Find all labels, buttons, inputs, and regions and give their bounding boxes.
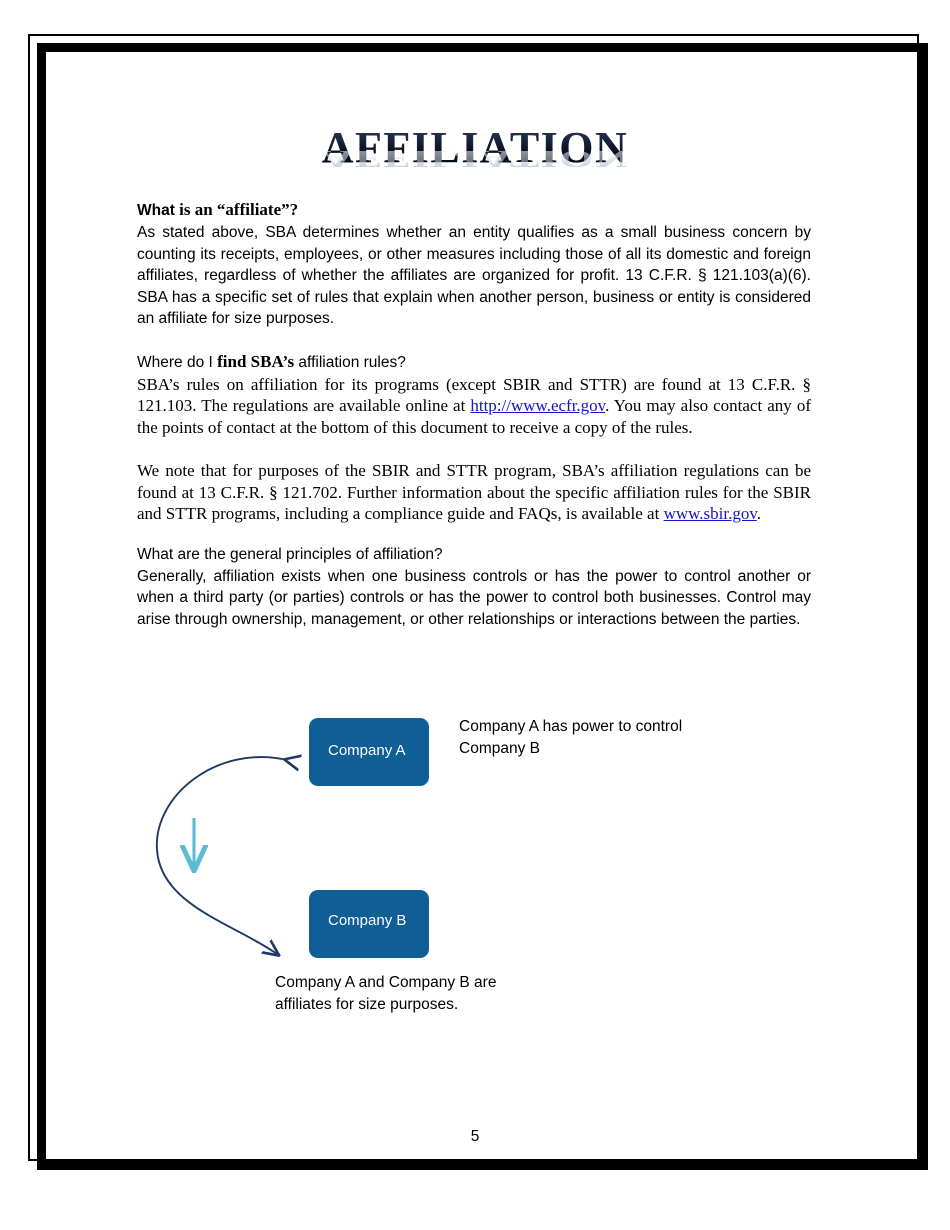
section-paragraph-3-before-link: We note that for purposes of the SBIR an… xyxy=(137,461,811,523)
diagram-label-affiliates: Company A and Company B are affiliates f… xyxy=(275,974,497,1013)
section-what-is-an-affiliate: What is an “affiliate”? As stated above,… xyxy=(137,200,811,330)
section-heading-1: What is an “affiliate”? xyxy=(137,200,811,221)
section-heading-1-part1: What xyxy=(137,202,175,219)
page-number: 5 xyxy=(470,1128,480,1145)
section-heading-2-part2: find SBA’s xyxy=(217,351,295,371)
section-heading-4: What are the general principles of affil… xyxy=(137,545,443,563)
diagram-label-control: Company A has power to control Company B xyxy=(459,718,683,757)
section-heading-1-part2: is an “affiliate”? xyxy=(174,200,299,219)
section-paragraph-1: As stated above, SBA determines whether … xyxy=(137,224,811,327)
ecfr-link[interactable]: http://www.ecfr.gov xyxy=(470,396,606,415)
paragraph-spacer xyxy=(137,438,811,460)
page-title-text: AFFILIATION xyxy=(322,126,629,170)
section-heading-2-part3: affiliation rules? xyxy=(294,353,406,371)
company-a-box[interactable]: Company A xyxy=(309,718,429,786)
page-title: AFFILIATION AFFILIATION xyxy=(0,126,950,215)
curved-arrow-lower-segment xyxy=(156,849,277,954)
page-title-reflection: AFFILIATION xyxy=(0,146,950,173)
document-body: What is an “affiliate”? As stated above,… xyxy=(137,200,811,630)
company-a-label: Company A xyxy=(328,742,406,759)
section-heading-2: Where do I find SBA’s affiliation rules? xyxy=(137,352,811,373)
section-paragraph-2: SBA’s rules on affiliation for its progr… xyxy=(137,374,811,439)
section-paragraph-2-before-link: SBA’s rules on affiliation for its progr… xyxy=(137,374,811,416)
section-sbir-sttr-note: We note that for purposes of the SBIR an… xyxy=(137,460,811,525)
section-paragraph-4: Generally, affiliation exists when one b… xyxy=(137,567,811,628)
section-general-principles: What are the general principles of affil… xyxy=(137,545,811,631)
company-b-label: Company B xyxy=(328,912,407,929)
paragraph-spacer xyxy=(137,330,811,352)
section-paragraph-3-after-link: . xyxy=(756,504,761,523)
section-where-find-rules: Where do I find SBA’s affiliation rules?… xyxy=(137,352,811,439)
affiliation-diagram: Company A Company B Company A has power … xyxy=(137,700,817,1030)
section-paragraph-2-after-link: . You may also contact any of the points… xyxy=(137,396,811,437)
section-heading-2-part1: Where do I xyxy=(137,353,218,371)
section-paragraph-3: We note that for purposes of the SBIR an… xyxy=(137,460,811,525)
company-b-box[interactable]: Company B xyxy=(309,890,429,958)
diagram-arrows xyxy=(156,700,817,1030)
sbir-link[interactable]: www.sbir.gov xyxy=(663,504,757,523)
curved-arrow-upper-segment xyxy=(156,757,287,851)
paragraph-spacer xyxy=(137,525,811,545)
